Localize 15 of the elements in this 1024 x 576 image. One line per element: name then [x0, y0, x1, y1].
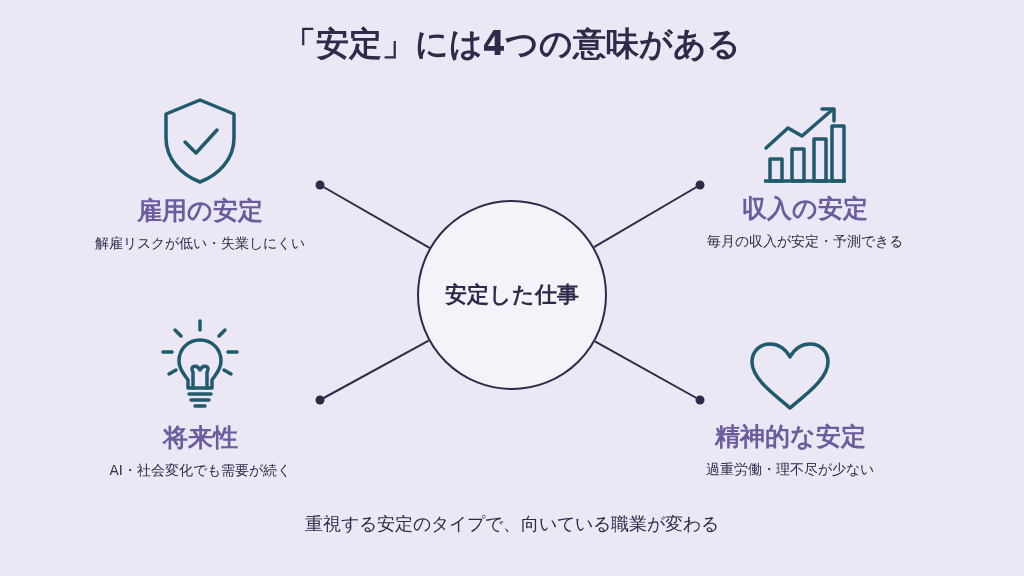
connector-line	[593, 340, 705, 405]
topic-description: 過重労働・理不尽が少ない	[706, 461, 874, 479]
topic-description: 毎月の収入が安定・予測できる	[707, 233, 903, 251]
connector-line	[593, 180, 705, 248]
topic-heading: 精神的な安定	[714, 421, 866, 453]
topic-heading: 収入の安定	[742, 193, 868, 225]
topic-heading: 雇用の安定	[137, 195, 263, 227]
connector-line	[315, 339, 430, 405]
topic-description: AI・社会変化でも需要が続く	[109, 462, 291, 480]
diagram-title: 「安定」には4つの意味がある	[281, 23, 743, 65]
topic-heading: 将来性	[162, 422, 238, 454]
topic-description: 解雇リスクが低い・失業しにくい	[95, 235, 305, 253]
connector-line	[315, 180, 431, 249]
caption-text: 重視する安定のタイプで、向いている職業が変わる	[304, 512, 720, 536]
center-label: 安定した仕事	[445, 281, 579, 309]
